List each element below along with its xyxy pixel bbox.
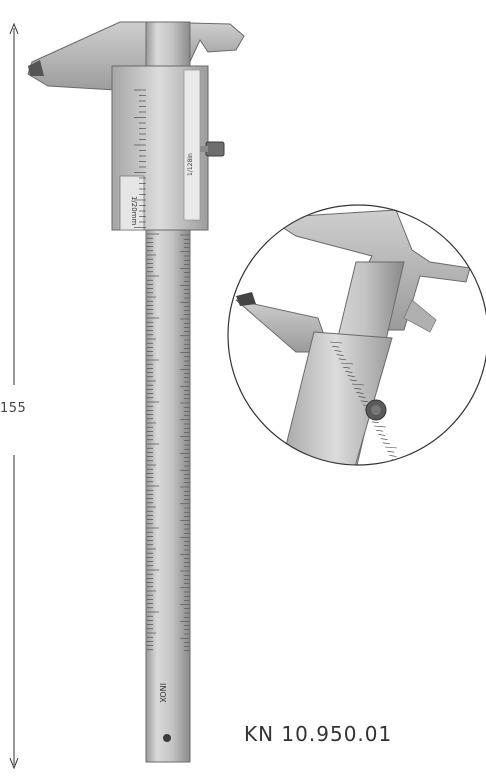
vernier-marking: 1/20mm bbox=[130, 196, 138, 226]
scale-tick bbox=[382, 442, 390, 445]
beam-hole bbox=[163, 734, 171, 742]
scale-tick bbox=[354, 387, 362, 390]
scale-tick bbox=[393, 463, 401, 465]
part-number: KN 10.950.01 bbox=[244, 722, 393, 746]
detail-circle bbox=[227, 204, 486, 466]
scale-tick bbox=[356, 392, 364, 394]
scale-tick bbox=[378, 434, 386, 436]
scale-tick bbox=[387, 450, 395, 453]
scale-tick bbox=[380, 438, 388, 440]
scale-tick bbox=[345, 371, 353, 373]
scale-tick bbox=[389, 455, 397, 457]
scale-tick bbox=[351, 383, 365, 386]
scale-tick bbox=[332, 345, 340, 348]
scale-tick bbox=[329, 341, 343, 344]
scale-tick bbox=[347, 375, 355, 377]
scale-tick bbox=[384, 446, 398, 449]
scale-tick bbox=[343, 366, 351, 369]
scale-tick bbox=[371, 421, 379, 424]
scale-tick bbox=[373, 425, 387, 428]
dimension-arrow bbox=[9, 22, 19, 770]
scale-tick bbox=[376, 429, 384, 432]
scale-tick bbox=[338, 358, 346, 361]
scale-tick bbox=[349, 379, 357, 382]
scale-tick bbox=[360, 400, 368, 403]
vernier-slide: 1/20mm 1/128in bbox=[111, 65, 225, 231]
scale-tick bbox=[340, 362, 354, 365]
scale-tick bbox=[334, 350, 342, 352]
dimension-label: 155 bbox=[0, 401, 27, 416]
beam-marking: INOX bbox=[158, 683, 167, 703]
scale-tick bbox=[336, 354, 344, 356]
scale-tick bbox=[358, 396, 366, 398]
beam-scale bbox=[147, 233, 189, 652]
inch-marking: 1/128in bbox=[187, 153, 194, 176]
